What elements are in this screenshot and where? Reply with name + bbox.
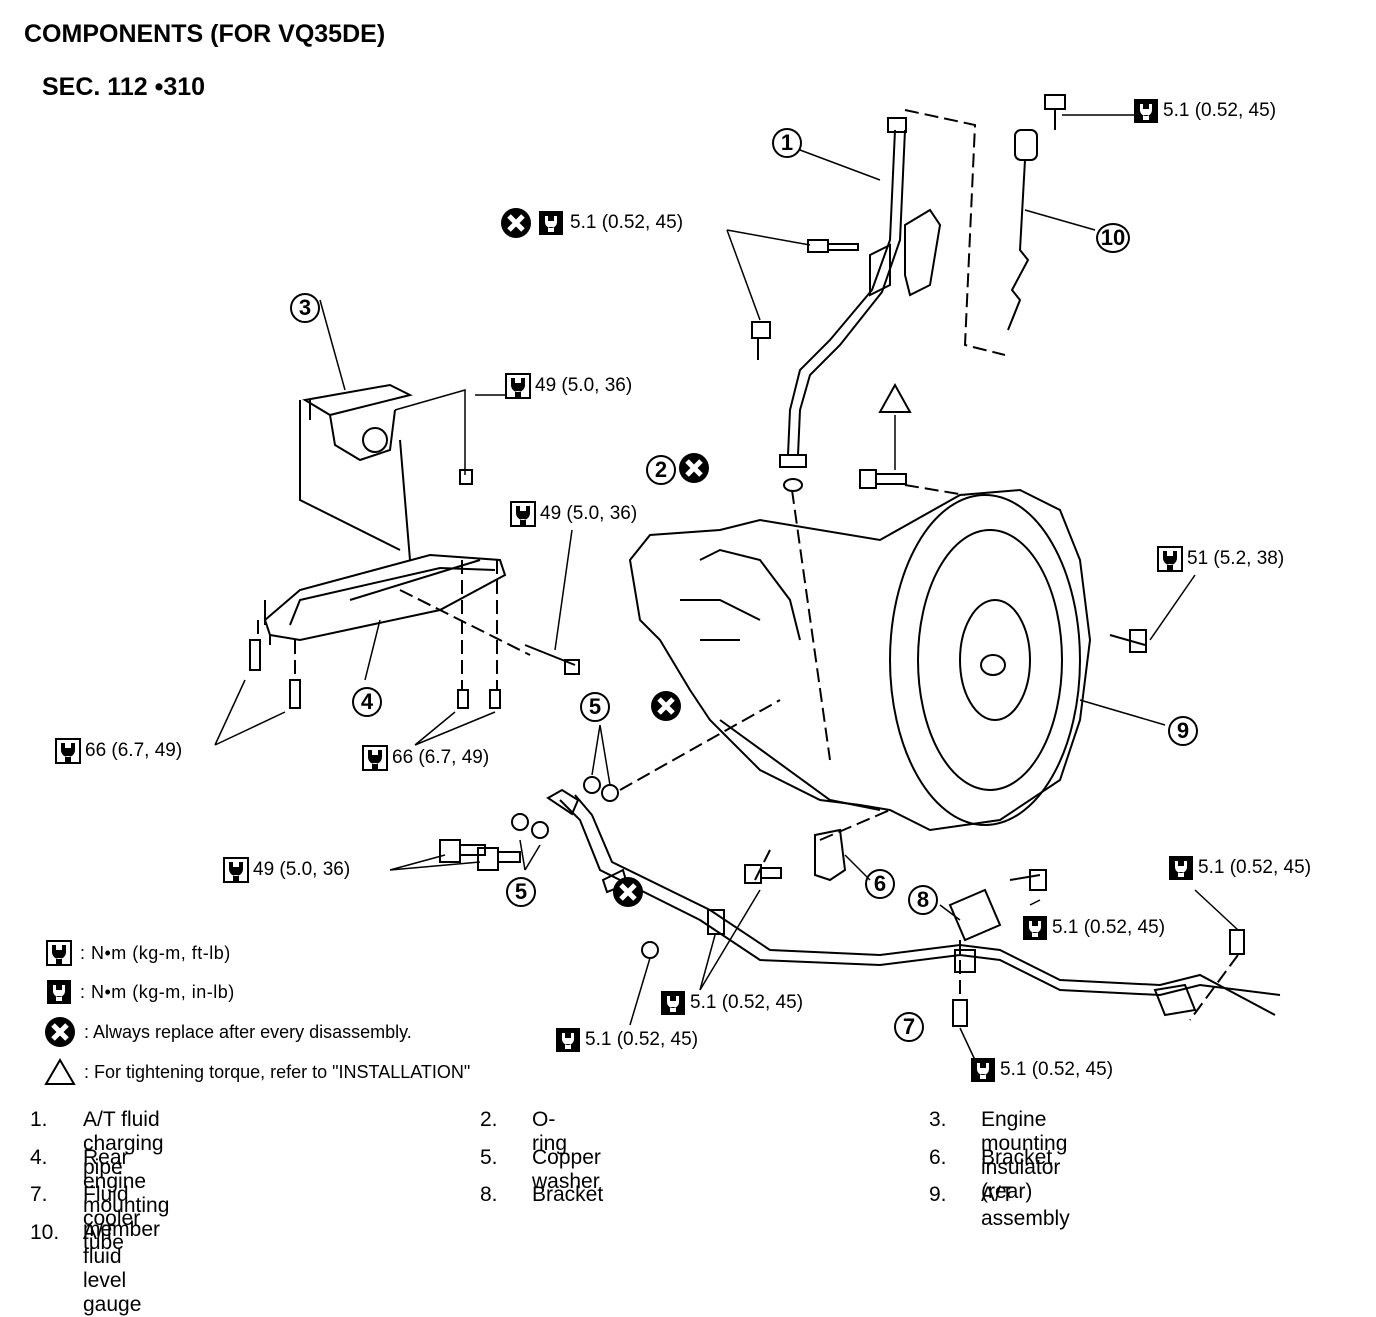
part-number: 1. <box>30 1108 48 1131</box>
torque-label: 66 (6.7, 49) <box>55 738 182 764</box>
torque-label: 49 (5.0, 36) <box>510 501 637 527</box>
torque-label: 66 (6.7, 49) <box>362 745 489 771</box>
torque-label: 5.1 (0.52, 45) <box>500 207 683 239</box>
part-number: 6. <box>929 1146 947 1169</box>
torque-inlb-icon <box>1168 855 1194 881</box>
callout-9: 9 <box>1168 716 1198 746</box>
mounting-member <box>263 553 507 642</box>
torque-inlb-icon <box>46 979 72 1005</box>
torque-label: 5.1 (0.52, 45) <box>1022 915 1165 941</box>
replace-icon <box>500 207 532 239</box>
part-name: Rear engine mounting member <box>83 1146 170 1241</box>
part-number: 4. <box>30 1146 48 1169</box>
part-name: Fluid cooler tube <box>83 1183 141 1254</box>
bracket-8 <box>948 888 1002 942</box>
torque-label: 5.1 (0.52, 45) <box>660 990 803 1016</box>
torque-label: 5.1 (0.52, 45) <box>1168 855 1311 881</box>
section-number: SEC. 112 •310 <box>42 73 206 101</box>
part-number: 9. <box>929 1183 947 1206</box>
bracket-6 <box>814 828 847 882</box>
callout-5-upper: 5 <box>580 692 610 722</box>
page-title: COMPONENTS (FOR VQ35DE) <box>24 20 386 48</box>
callout-3: 3 <box>290 293 320 323</box>
part-number: 7. <box>30 1183 48 1206</box>
callout-2: 2 <box>646 455 676 485</box>
part-name: A/T assembly <box>981 1183 1070 1230</box>
callout-6: 6 <box>865 869 895 899</box>
torque-ftlb-icon <box>1157 546 1183 572</box>
torque-inlb-icon <box>660 990 686 1016</box>
torque-label: 5.1 (0.52, 45) <box>1133 98 1276 124</box>
torque-label: 49 (5.0, 36) <box>223 857 350 883</box>
part-name: Copper washer <box>532 1146 601 1193</box>
torque-ftlb-icon <box>55 738 81 764</box>
legend-replace: : Always replace after every disassembly… <box>44 1016 412 1048</box>
torque-ftlb-icon <box>362 745 388 771</box>
part-name: O-ring <box>532 1108 568 1155</box>
charging-pipe <box>787 129 896 456</box>
transmission-diagram <box>214 94 1281 1061</box>
torque-inlb-icon <box>1022 915 1048 941</box>
torque-label: 51 (5.2, 38) <box>1157 546 1284 572</box>
callout-4: 4 <box>352 687 382 717</box>
part-name: A/T fluid charging pipe <box>83 1108 164 1179</box>
replace-icon <box>612 876 644 908</box>
part-name: Bracket <box>532 1183 604 1206</box>
triangle-symbol <box>878 382 912 413</box>
legend-ftlb: : N•m (kg-m, ft-lb) <box>46 940 231 966</box>
torque-ftlb-icon <box>510 501 536 527</box>
legend-inlb: : N•m (kg-m, in-lb) <box>46 979 235 1005</box>
torque-inlb-icon <box>970 1057 996 1083</box>
torque-inlb-icon <box>538 210 564 236</box>
torque-label: 49 (5.0, 36) <box>505 373 632 399</box>
torque-inlb-icon <box>1133 98 1159 124</box>
legend-install: : For tightening torque, refer to "INSTA… <box>44 1058 470 1086</box>
part-number: 3. <box>929 1108 947 1131</box>
torque-ftlb-icon <box>505 373 531 399</box>
torque-ftlb-icon <box>223 857 249 883</box>
part-name: Bracket <box>981 1146 1053 1169</box>
part-number: 5. <box>480 1146 498 1169</box>
part-number: 10. <box>30 1221 60 1244</box>
cooler-tube <box>559 799 1281 997</box>
replace-icon <box>650 690 682 722</box>
triangle-icon <box>44 1058 76 1086</box>
part-name: A/T fluid level gauge <box>83 1221 142 1316</box>
callout-5-lower: 5 <box>506 877 536 907</box>
part-number: 8. <box>480 1183 498 1206</box>
callout-7: 7 <box>894 1012 924 1042</box>
torque-label: 5.1 (0.52, 45) <box>555 1027 698 1053</box>
callout-1: 1 <box>772 128 802 158</box>
replace-icon <box>678 452 710 484</box>
torque-ftlb-icon <box>46 940 72 966</box>
torque-inlb-icon <box>555 1027 581 1053</box>
torque-label: 5.1 (0.52, 45) <box>970 1057 1113 1083</box>
callout-8: 8 <box>908 885 938 915</box>
at-assembly <box>628 488 1092 832</box>
part-number: 2. <box>480 1108 498 1131</box>
replace-icon <box>44 1016 76 1048</box>
callout-10: 10 <box>1096 223 1130 253</box>
part-name: Engine mounting insulator (rear) <box>981 1108 1068 1203</box>
insulator <box>302 383 413 417</box>
